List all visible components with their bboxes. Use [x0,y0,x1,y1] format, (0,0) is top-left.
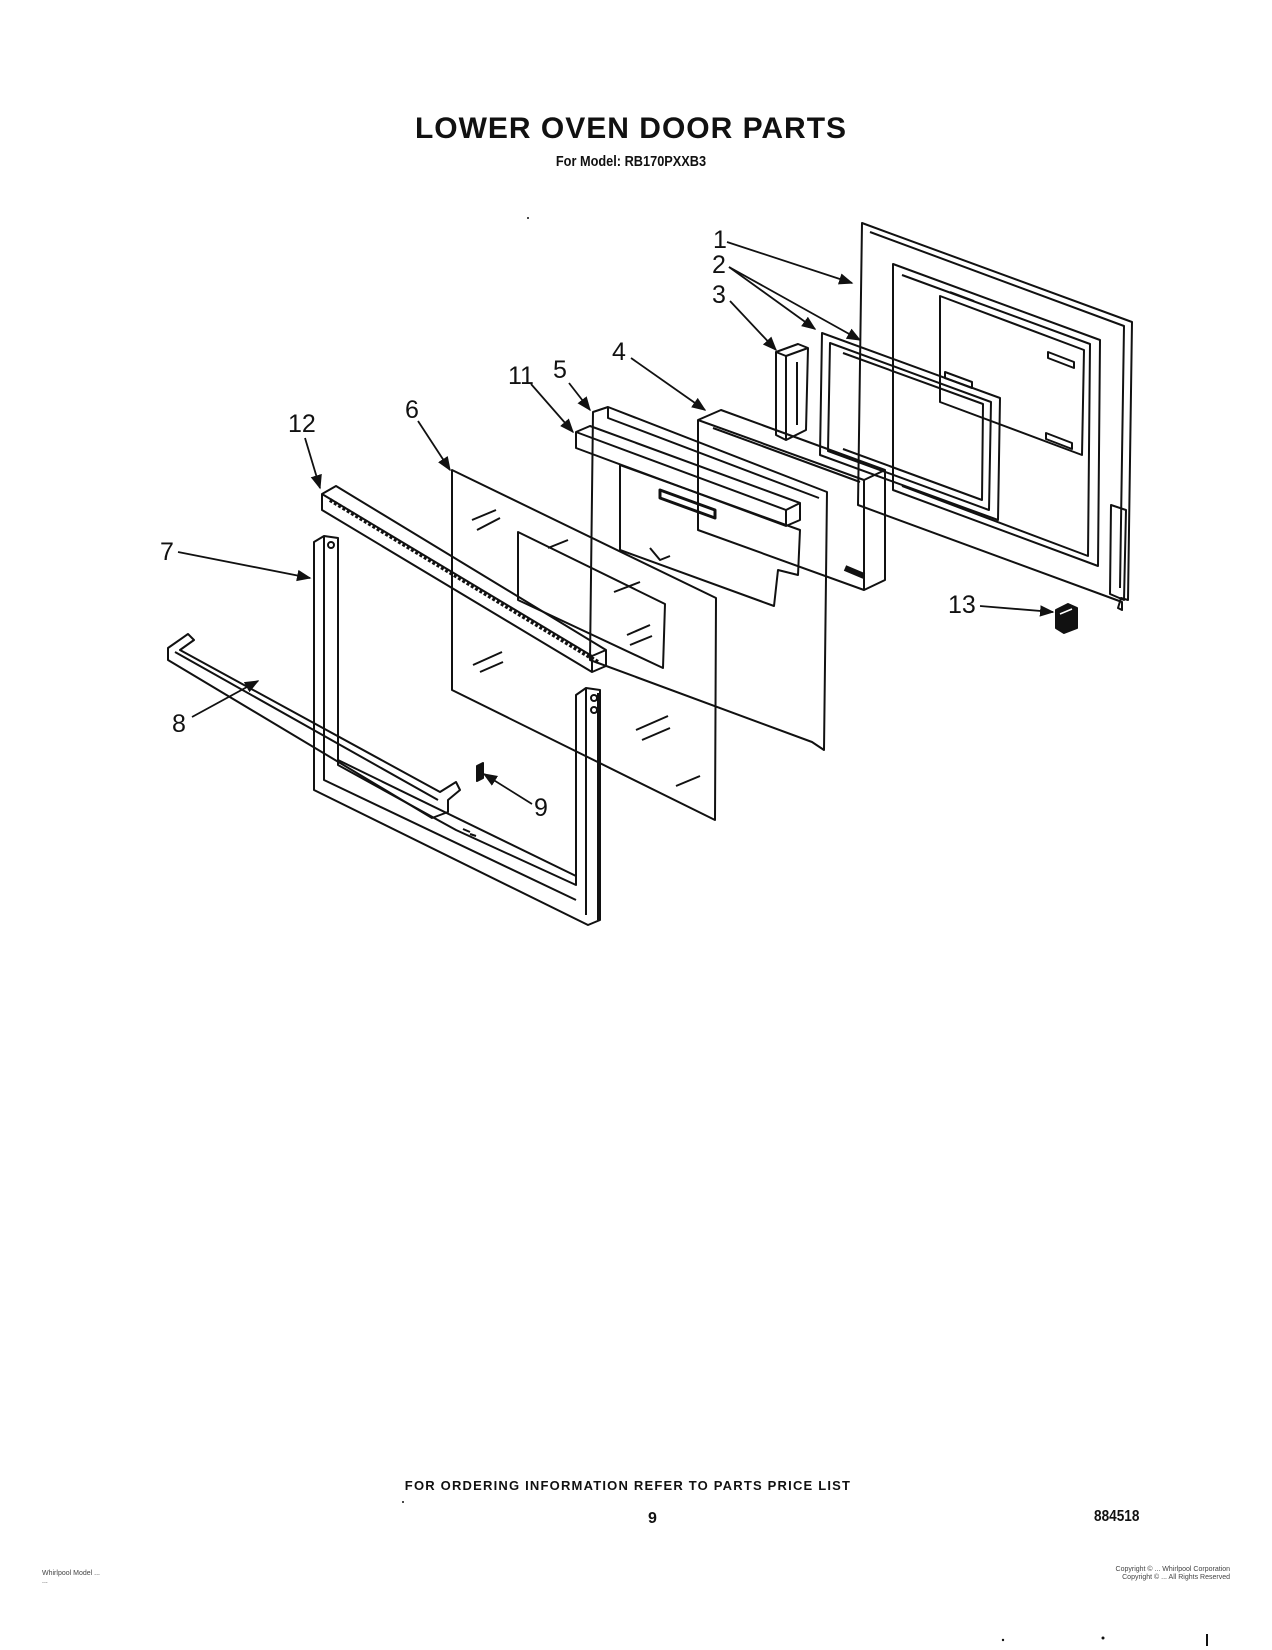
page-title: LOWER OVEN DOOR PARTS [414,112,848,145]
leader-9 [482,773,533,805]
callout-12: 12 [288,410,316,438]
callout-2: 2 [712,251,726,279]
leader-5 [568,382,591,412]
part-4-insulation [697,409,886,591]
leader-13 [979,605,1055,617]
callout-4: 4 [612,338,626,366]
leader-6 [417,420,451,472]
callout-3: 3 [712,281,726,309]
scan-speck [1001,1638,1005,1642]
scan-speck [1101,1636,1105,1640]
callout-8: 8 [172,710,186,738]
leader-7 [177,551,312,582]
leader-2b [728,266,862,341]
callout-13: 13 [948,591,976,619]
part-7-door-frame [313,535,601,926]
part-3-bracket [775,343,809,441]
fine-print-right-line-1: Copyright © ... Whirlpool Corporation [1115,1566,1230,1573]
part-6-outer-glass [451,469,717,821]
leader-2 [728,266,817,330]
page-number: 9 [648,1510,657,1527]
scan-speck [527,217,529,219]
callout-7: 7 [160,538,174,566]
part-2-door-gasket [819,332,1001,521]
leader-8 [191,680,260,718]
part-13-clip [1055,603,1078,634]
document-number: 884518 [1094,1508,1140,1525]
leader-4 [630,357,707,411]
ordering-note: FOR ORDERING INFORMATION REFER TO PARTS … [404,1478,852,1493]
fine-print-left-line-2: ... [42,1578,48,1585]
scan-speck [1206,1634,1208,1646]
callout-11: 11 [508,362,534,390]
leader-12 [304,437,322,490]
fine-print-left-line-1: Whirlpool Model ... [42,1570,100,1577]
callout-9: 9 [534,794,548,822]
callout-1: 1 [713,226,727,254]
fine-print-left: Whirlpool Model ... ... [42,1570,100,1586]
leader-3 [729,300,777,352]
part-9-clip [476,762,484,782]
part-1-inner-door-panel [857,222,1133,611]
model-subtitle: For Model: RB170PXXB3 [555,153,707,170]
callout-5: 5 [553,356,567,384]
part-12-vent-trim [321,485,607,673]
callout-6: 6 [405,396,419,424]
leader-1 [726,241,854,285]
fine-print-right-line-2: Copyright © ... All Rights Reserved [1122,1574,1230,1581]
leader-11 [530,383,574,434]
part-5-panel-frame [589,406,828,751]
fine-print-right: Copyright © ... Whirlpool Corporation Co… [1116,1566,1230,1582]
part-11-strip [575,425,801,527]
scan-speck [402,1501,404,1503]
part-8-handle [167,633,461,819]
